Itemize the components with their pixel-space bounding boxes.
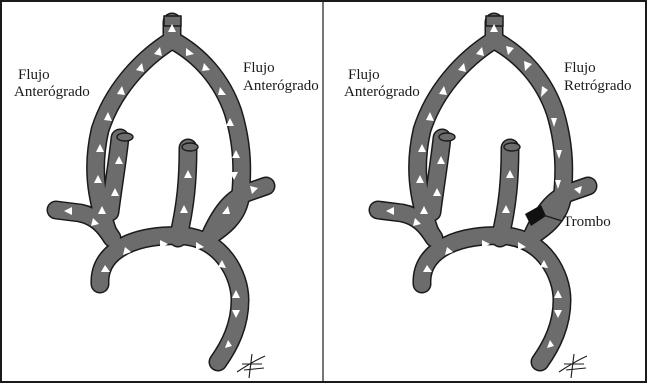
label-left-flow-l1: Flujo (348, 67, 380, 83)
label-right-flow-l2: Anterógrado (243, 78, 319, 94)
stem-cap (486, 16, 503, 26)
stub-cap-middle (182, 143, 198, 151)
label-left-flow-l2: Anterógrado (14, 84, 90, 100)
stem-cap (164, 16, 181, 26)
stub-cap-middle (504, 143, 520, 151)
stub-cap-left (117, 133, 133, 141)
label-right-flow-l2: Retrógrado (564, 78, 631, 94)
label-right-flow-l1: Flujo (564, 60, 596, 76)
label-thrombus: Trombo (563, 214, 611, 230)
label-left-flow-l2: Anterógrado (344, 84, 420, 100)
label-right-flow-l1: Flujo (243, 60, 275, 76)
label-left-flow-l1: Flujo (18, 67, 50, 83)
stub-cap-left (439, 133, 455, 141)
